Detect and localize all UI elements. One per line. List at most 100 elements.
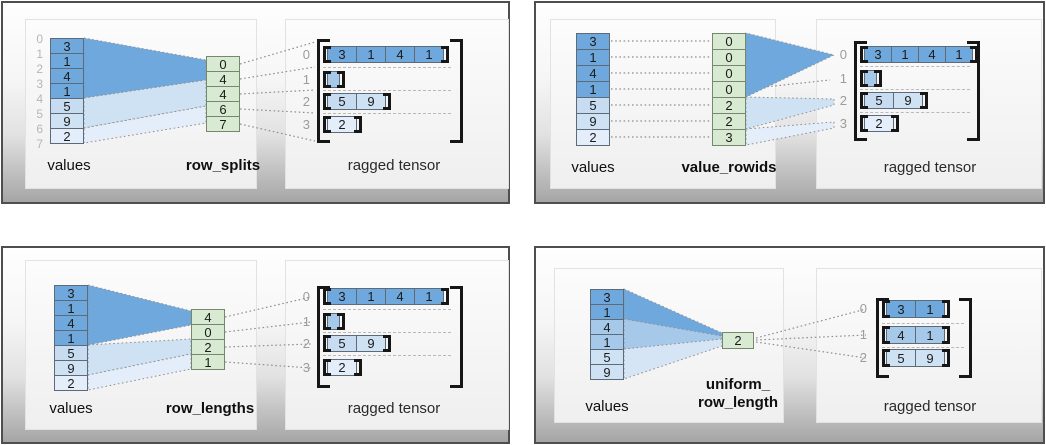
param-label: row_splits — [185, 157, 261, 174]
param-cell: 4 — [206, 71, 240, 87]
values-label: values — [585, 398, 629, 415]
row-bracket-left — [860, 115, 868, 132]
value-cell: 9 — [576, 113, 610, 130]
values-column: 3 1 4 1 5 9 2 — [50, 38, 84, 144]
value-index-label: 4 — [36, 91, 43, 106]
tensor-row-label: 1 — [302, 72, 310, 87]
value-cell: 1 — [54, 330, 88, 346]
tensor-row: 2 — [323, 359, 362, 376]
value-index-label: 1 — [36, 46, 43, 61]
param-cell: 0 — [712, 49, 746, 66]
value-cell: 3 — [50, 38, 84, 54]
param-cell: 2 — [712, 97, 746, 114]
value-cell: 1 — [576, 81, 610, 98]
row-bracket-right — [874, 70, 882, 87]
tensor-row-label: 3 — [302, 117, 310, 132]
tensor-cell: 1 — [356, 288, 386, 305]
tensor-cell: 2 — [327, 116, 357, 133]
value-cell: 5 — [590, 349, 624, 365]
tensor-cell: 1 — [915, 326, 945, 344]
tensor-row: 5 9 — [323, 93, 391, 110]
tensor-row-label: 2 — [859, 350, 867, 365]
value-cell: 5 — [50, 98, 84, 114]
panel-row-splits: 0 1 2 3 4 5 6 7 3 1 4 1 5 9 2 0 4 4 6 7 … — [1, 1, 510, 204]
value-cell: 4 — [590, 319, 624, 335]
tensor-cell: 2 — [327, 359, 357, 376]
tensor-row: 3 1 4 1 — [323, 288, 449, 305]
tensor-row — [323, 313, 345, 330]
param-label: row_lengths — [165, 400, 255, 417]
tensor-row-label: 3 — [302, 360, 310, 375]
param-cell: 2 — [712, 113, 746, 130]
param-label-line1: uniform_ — [705, 376, 771, 393]
tensor-bracket-right — [967, 41, 980, 141]
value-cell: 9 — [54, 360, 88, 376]
tensor-cell: 9 — [893, 92, 923, 109]
param-cell: 7 — [206, 116, 240, 132]
tensor-row: 3 1 — [882, 300, 950, 318]
value-cell: 4 — [50, 68, 84, 84]
row-separator — [323, 90, 451, 91]
tensor-row-label: 0 — [302, 289, 310, 304]
row-bracket-left — [860, 46, 868, 63]
ragged-tensor-label: ragged tensor — [347, 400, 441, 417]
value-cell: 4 — [54, 315, 88, 331]
tensor-cell: 4 — [385, 288, 415, 305]
row-bracket-left — [882, 326, 890, 344]
tensor-cell: 3 — [327, 46, 357, 63]
values-column: 3 1 4 1 5 9 2 — [54, 285, 88, 391]
value-index-label: 2 — [36, 61, 43, 76]
row-bracket-left — [323, 71, 331, 88]
value-cell: 1 — [50, 53, 84, 69]
param-cell: 4 — [191, 309, 225, 325]
row-bracket-left — [323, 335, 331, 352]
row-bracket-left — [882, 300, 890, 318]
value-index-label: 0 — [36, 31, 43, 46]
values-column: 3 1 4 1 5 9 2 — [576, 33, 610, 146]
value-index-column: 0 1 2 3 4 5 6 7 — [27, 31, 45, 151]
value-index-label: 3 — [36, 76, 43, 91]
value-cell: 1 — [54, 300, 88, 316]
row-bracket-right — [337, 71, 345, 88]
row-separator — [860, 89, 970, 90]
row-bracket-right — [942, 349, 950, 367]
value-rowids-column: 0 0 0 0 2 2 3 — [712, 33, 746, 146]
param-cell: 2 — [722, 332, 754, 349]
row-separator — [882, 323, 964, 324]
tensor-row: 2 — [323, 116, 362, 133]
param-cell: 0 — [712, 65, 746, 82]
row-bracket-left — [323, 93, 331, 110]
values-label: values — [571, 159, 615, 176]
row-lengths-column: 4 0 2 1 — [191, 309, 225, 370]
tensor-row: 5 9 — [323, 335, 391, 352]
row-bracket-right — [441, 46, 449, 63]
param-cell: 0 — [191, 324, 225, 340]
row-separator — [323, 309, 451, 310]
row-bracket-left — [860, 70, 868, 87]
value-index-label: 5 — [36, 106, 43, 121]
tensor-empty-cell — [327, 313, 340, 330]
tensor-row: 3 1 4 1 — [860, 46, 978, 63]
row-separator — [323, 67, 451, 68]
tensor-cell: 2 — [864, 115, 894, 132]
tensor-cell: 4 — [385, 46, 415, 63]
row-bracket-left — [323, 288, 331, 305]
tensor-cell: 4 — [886, 326, 916, 344]
tensor-row: 5 9 — [882, 349, 950, 367]
values-column: 3 1 4 1 5 9 — [590, 289, 624, 380]
value-cell: 1 — [590, 304, 624, 320]
tensor-row-label: 1 — [302, 314, 310, 329]
row-splits-column: 0 4 4 6 7 — [206, 56, 240, 132]
tensor-bracket-left — [854, 41, 867, 141]
tensor-cell: 3 — [327, 288, 357, 305]
tensor-cell: 3 — [864, 46, 892, 63]
tensor-cell: 5 — [886, 349, 916, 367]
panel-value-rowids: 3 1 4 1 5 9 2 0 0 0 0 2 2 3 values value… — [534, 1, 1045, 204]
tensor-row-label: 2 — [839, 93, 847, 108]
row-separator — [323, 355, 451, 356]
value-cell: 1 — [590, 334, 624, 350]
param-cell: 2 — [191, 339, 225, 355]
tensor-bracket-left — [317, 286, 330, 388]
row-separator — [323, 332, 451, 333]
